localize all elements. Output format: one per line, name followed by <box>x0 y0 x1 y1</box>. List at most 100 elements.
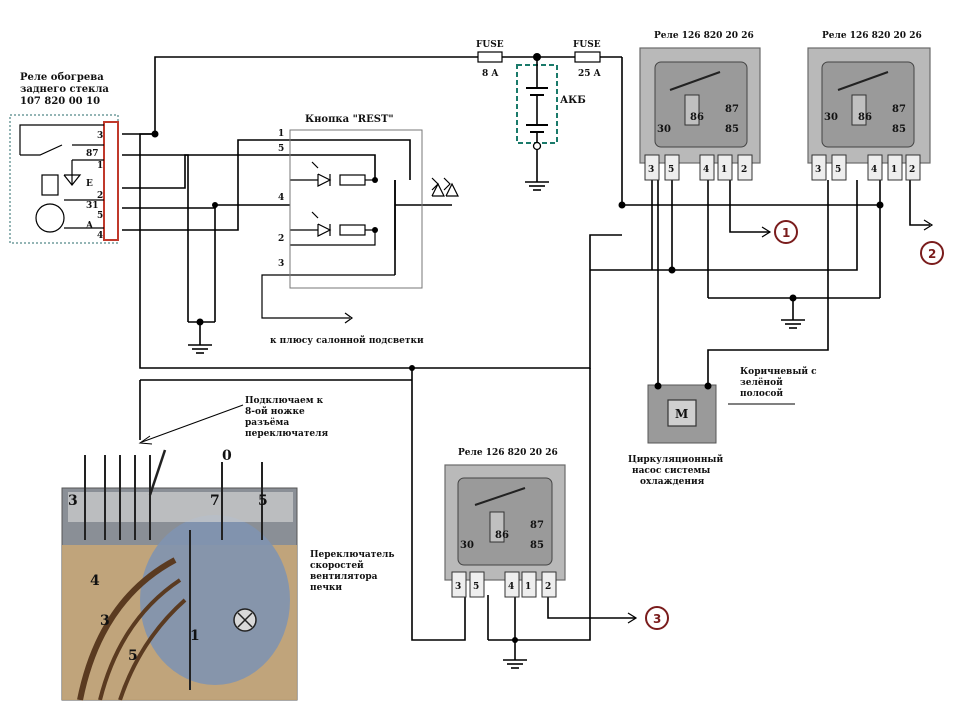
circulation-pump: M Циркуляционный насос системы охлаждени… <box>628 382 723 487</box>
switch-pin-7: 7 <box>210 493 220 509</box>
pump-label-2: насос системы <box>632 466 710 476</box>
relay-a-contact-87: 87 <box>725 104 739 115</box>
backlight-label: к плюсу салонной подсветки <box>270 335 424 346</box>
connector-note-4: переключателя <box>245 429 328 439</box>
ground-icon <box>503 659 527 669</box>
relay-c-pin-5: 5 <box>473 582 479 592</box>
pump-symbol: M <box>675 407 688 421</box>
switch-pos-4: 4 <box>90 573 100 589</box>
relay-a-title: Реле 126 820 20 26 <box>654 31 754 41</box>
connector-note-3: разъёма <box>245 417 289 428</box>
rear-relay-pin-A: A <box>85 221 94 231</box>
ground-icon <box>525 170 549 191</box>
rear-relay-title-2: заднего стекла <box>20 84 109 95</box>
relay-b-contact-85: 85 <box>892 124 906 135</box>
relay-c-pin-1: 1 <box>525 582 531 592</box>
pump-label-1: Циркуляционный <box>628 454 723 465</box>
battery-label: АКБ <box>560 95 586 106</box>
switch-pos-5: 5 <box>128 648 138 664</box>
relay-b-contact-86: 86 <box>858 112 872 123</box>
relay-c-pin-3: 3 <box>455 582 461 592</box>
relay-b-pin-3: 3 <box>815 165 821 175</box>
relay-a-pin-2: 2 <box>741 165 747 175</box>
connector-note-2: 8-ой ножке <box>245 406 305 417</box>
fuse-25a: FUSE 25 A <box>573 40 602 79</box>
output-3-label: 3 <box>653 612 661 626</box>
output-marker-2: 2 <box>920 241 944 265</box>
relay-c-title: Реле 126 820 20 26 <box>458 448 558 458</box>
relay-c-pin-4: 4 <box>508 582 514 592</box>
wire-color-note: Коричневый с зелёной полосой <box>728 366 817 405</box>
rear-relay-title-1: Реле обогрева <box>20 72 104 83</box>
switch-pin-5: 5 <box>258 493 268 509</box>
relay-c-contact-87: 87 <box>530 520 544 531</box>
relay-a: Реле 126 820 20 26 30 86 87 85 3 5 4 1 2 <box>639 31 761 181</box>
fuse2-label: FUSE <box>573 40 601 50</box>
switch-pin-3: 3 <box>68 493 78 509</box>
relay-a-pin-3: 3 <box>648 165 654 175</box>
relay-c: Реле 126 820 20 26 30 86 87 85 3 5 4 1 2 <box>444 448 566 598</box>
relay-b-pin-2: 2 <box>909 165 915 175</box>
connector-note-1: Подключаем к <box>245 396 324 406</box>
rear-relay-pin-3: 3 <box>97 131 103 141</box>
relay-c-contact-86: 86 <box>495 530 509 541</box>
battery: АКБ <box>516 57 586 170</box>
relay-a-pin-5: 5 <box>668 165 674 175</box>
fuse2-rating: 25 A <box>578 69 602 79</box>
wire-note-1: Коричневый с <box>740 366 817 377</box>
relay-b-pin-5: 5 <box>835 165 841 175</box>
ground-icon <box>188 344 212 354</box>
wire-note-3: полосой <box>740 388 783 399</box>
rear-relay-pin-31: 31 <box>86 201 99 211</box>
rest-pin-2: 2 <box>278 234 284 244</box>
rear-relay-pin-2: 2 <box>97 191 103 201</box>
rest-pin-4: 4 <box>278 193 284 203</box>
relay-b-contact-87: 87 <box>892 104 906 115</box>
rest-pin-1: 1 <box>278 129 284 139</box>
switch-label-1: Переключатель <box>310 550 395 560</box>
relay-b-title: Реле 126 820 20 26 <box>822 31 922 41</box>
output-marker-3: 3 <box>645 606 669 630</box>
rest-pin-3: 3 <box>278 259 284 269</box>
relay-c-pin-2: 2 <box>545 582 551 592</box>
relay-b-contact-30: 30 <box>824 112 838 123</box>
junction-nodes <box>151 53 884 643</box>
switch-pos-1: 1 <box>190 628 200 644</box>
ground-symbols <box>188 170 805 669</box>
rear-window-relay: 3 87 1 E 2 31 5 A 4 Реле обогрева заднег… <box>9 72 119 244</box>
motor-icon <box>667 399 697 427</box>
rear-relay-title-3: 107 820 00 10 <box>20 96 100 107</box>
rear-relay-pin-4: 4 <box>97 231 103 241</box>
relay-c-contact-30: 30 <box>460 540 474 551</box>
rear-relay-pin-E: E <box>86 179 93 189</box>
switch-label-2: скоростей <box>310 560 364 571</box>
relay-a-contact-86: 86 <box>690 112 704 123</box>
relay-b-pin-4: 4 <box>871 165 877 175</box>
relay-c-contact-85: 85 <box>530 540 544 551</box>
fan-speed-switch: 3 7 5 4 3 1 5 0 <box>61 448 298 701</box>
output-1-label: 1 <box>782 226 790 240</box>
rest-button: Кнопка "REST" 1 5 4 2 3 <box>278 114 459 289</box>
ground-icon <box>781 319 805 329</box>
relay-a-pin-4: 4 <box>703 165 709 175</box>
switch-pos-3: 3 <box>100 613 110 629</box>
switch-label-3: вентилятора <box>310 572 378 582</box>
wires <box>122 56 934 660</box>
relay-a-contact-30: 30 <box>657 124 671 135</box>
rear-relay-pin-5: 5 <box>97 211 103 221</box>
output-marker-1: 1 <box>774 220 798 244</box>
switch-label-4: печки <box>310 583 342 593</box>
rear-relay-pin-87: 87 <box>86 149 99 159</box>
fuse1-rating: 8 A <box>482 69 499 79</box>
fuse-8a: FUSE 8 A <box>476 40 504 79</box>
wire-note-2: зелёной <box>740 377 783 388</box>
pump-label-3: охлаждения <box>640 477 705 487</box>
relay-a-pin-1: 1 <box>721 165 727 175</box>
fan-switch-label: Переключатель скоростей вентилятора печк… <box>310 550 395 593</box>
fuse1-label: FUSE <box>476 40 504 50</box>
switch-pos-0: 0 <box>222 448 232 464</box>
rest-pin-5: 5 <box>278 144 284 154</box>
connector-note: Подключаем к 8-ой ножке разъёма переключ… <box>138 396 328 445</box>
relay-b-pin-1: 1 <box>891 165 897 175</box>
